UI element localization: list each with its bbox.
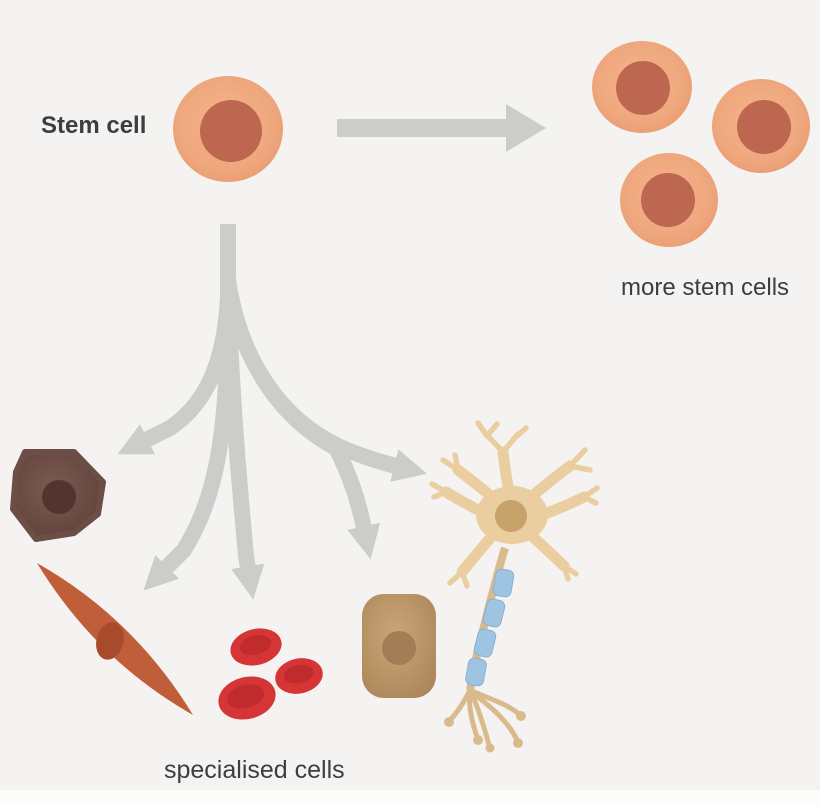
red-blood-cells-icon	[218, 628, 323, 720]
dendrite	[536, 491, 590, 521]
skin-cell-nucleus	[382, 631, 416, 665]
arrow-right-icon	[337, 104, 546, 152]
terminal-bulb	[444, 717, 454, 727]
rbc-center	[283, 664, 314, 684]
nerve-cell-nucleus	[495, 500, 527, 532]
more-stem-cells-group	[592, 41, 810, 247]
stem-cell-label: Stem cell	[41, 112, 147, 139]
arrow-shaft	[337, 119, 506, 137]
brown-cell-nucleus	[42, 480, 76, 514]
dendrite-fork	[581, 485, 600, 506]
stem-cell-nucleus	[200, 100, 262, 162]
axon-terminals	[447, 687, 522, 748]
branch-arrow-far-left	[117, 224, 236, 455]
terminal-bulbs	[444, 711, 526, 753]
myelin-segment	[465, 657, 487, 687]
red-blood-cell	[230, 628, 282, 666]
terminal-bulb	[473, 735, 483, 745]
stem-cell-nucleus	[616, 61, 670, 115]
stem-cell-icon	[592, 41, 692, 133]
dendrite-fork	[483, 431, 521, 455]
terminal-bulb	[513, 738, 523, 748]
terminal-branch	[467, 687, 522, 717]
more-stem-cells-label: more stem cells	[621, 274, 790, 301]
stem-cell-icon	[620, 153, 718, 247]
stem-cell-nucleus	[641, 173, 695, 227]
myelin-segment	[492, 568, 515, 598]
dendrite-fork	[475, 420, 529, 439]
dendrite-fork	[440, 452, 461, 473]
dendrite-tips	[429, 420, 600, 589]
dendrite-fork	[561, 563, 579, 582]
myelin-segment	[482, 598, 506, 628]
skin-cell-icon	[362, 594, 436, 698]
stem-cell-icon	[712, 79, 810, 173]
dendrite-fork	[429, 481, 449, 500]
stem-cell-nucleus	[737, 100, 791, 154]
dendrite	[452, 464, 498, 503]
muscle-cell-nucleus	[96, 622, 124, 660]
dendrite	[440, 486, 488, 518]
bottom-edge-strip	[0, 790, 820, 805]
stem-cell-icon	[173, 76, 283, 182]
specialised-cells-label: specialised cells	[164, 756, 345, 784]
myelin-sheath	[465, 568, 515, 687]
dendrite-fork	[567, 447, 593, 473]
terminal-bulb	[516, 711, 526, 721]
terminal-branch	[447, 687, 473, 723]
dendrite	[527, 531, 570, 572]
brown-cell-icon	[10, 449, 106, 542]
dendrite	[524, 460, 576, 504]
dendrite-fork	[447, 569, 470, 589]
rbc-center	[239, 635, 272, 656]
arrow-head	[506, 104, 546, 152]
myelin-segment	[473, 628, 497, 658]
branching-arrows-icon	[117, 224, 427, 600]
red-blood-cell	[218, 676, 276, 720]
muscle-cell-icon	[37, 563, 193, 715]
rbc-center	[226, 684, 265, 709]
nerve-cell-icon	[429, 420, 600, 753]
branch-arrow-right-down	[220, 224, 381, 560]
branch-arrow-center	[220, 224, 265, 600]
terminal-bulb	[485, 743, 495, 753]
dendrite	[456, 530, 498, 578]
red-blood-cell	[275, 658, 323, 694]
